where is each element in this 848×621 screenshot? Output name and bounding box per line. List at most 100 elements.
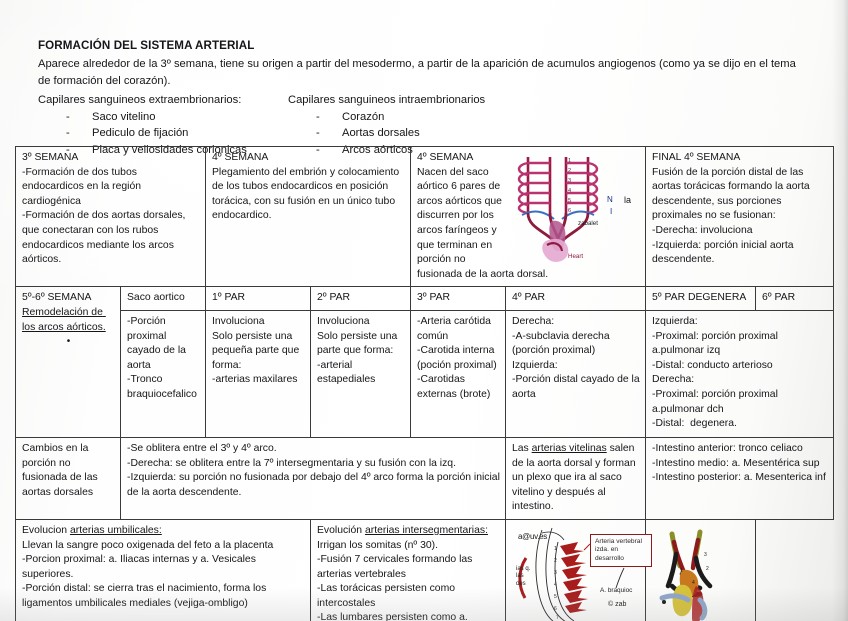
header-par-2-label: 2º PAR [317,292,351,304]
cell-intersegmental-heading-pre: Evolución [317,524,365,536]
cell-intestino-text: -Intestino anterior: tronco celiaco -Int… [652,442,826,484]
cell-vitelinas-post: salen de la aorta dorsal y forman un ple… [512,442,636,513]
cell-week4-arches-body: Nacen del saco aórtico 6 pares de arcos … [417,166,549,280]
svg-text:5: 5 [554,594,557,600]
header-par-5-label: 5º PAR DEGENERA [652,292,747,304]
cell-saco-aortico-text: -Porción proximal cayado de la aorta -Tr… [127,315,197,400]
cell-final-week4-body: Fusión de la porción distal de las aorta… [652,166,810,266]
figure-credit-zab: © zab [608,600,627,608]
cell-umbilical-body: Llevan la sangre poco oxigenada del feto… [22,539,274,609]
cell-umbilical-heading-pre: Evolucion [22,524,70,536]
header-saco-aortico: Saco aortico [120,286,206,311]
svg-text:6: 6 [568,208,571,214]
cell-vitelinas: Las arterias vitelinas salen de la aorta… [504,436,647,520]
cell-intersegmental-body: Irrigan los somitas (nº 30). -Fusión 7 c… [317,539,473,621]
list-item: Saco vitelino [66,109,288,126]
label-a-braquioc: A. braquioc [600,586,633,594]
figure-label-heart: Heart [568,253,584,260]
aortic-arches-svg: 12 34 56 [517,157,599,262]
cell-par-3-text: -Arteria carótida común -Carotida intern… [417,315,497,400]
table-row-umbilical-intersegmental: Evolucion arterias umbilicales: Llevan l… [15,518,834,621]
header-par-6-label: 6º PAR [762,292,796,304]
table-row-par-headers: 5º-6º SEMANA Remodelación de los arcos a… [15,286,835,438]
cell-saco-aortico-body: -Porción proximal cayado de la aorta -Tr… [120,309,206,438]
cell-par-4-text: Derecha: -A-subclavia derecha (porción p… [512,315,640,400]
header-par-3: 3º PAR [410,286,506,311]
arch-derivatives-svg: 1 2 3 4 [659,529,713,621]
paper-edge-shadow [832,0,848,621]
cell-week5-6-sub: Remodelación de los arcos aórticos. [22,306,106,333]
header-saco-aortico-label: Saco aortico [127,292,185,304]
figure-credit-zabalet: zabalet [578,220,598,227]
cell-dorsal-changes-text: Cambios en la porción no fusionada de la… [22,442,101,498]
cell-par-1-text: Involuciona Solo persiste una pequeña pa… [212,315,300,386]
svg-text:4: 4 [692,580,695,586]
svg-text:6: 6 [554,606,557,612]
cell-dorsal-changes-body-text: -Se oblitera entre el 3º y 4º arco. -Der… [127,442,500,498]
cell-umbilical: Evolucion arterias umbilicales: Llevan l… [15,518,311,621]
cell-par-2-body: Involuciona Solo persiste una parte que … [310,309,411,438]
cell-final-week4: FINAL 4º SEMANA Fusión de la porción dis… [645,145,835,288]
table-row-dorsal-aortas: Cambios en la porción no fusionada de la… [15,436,835,520]
figure-label-i: I [610,207,613,216]
cell-week4-folding-body: Plegamiento del embrión y colocamiento d… [212,166,403,222]
cell-week3-body: -Formación de dos tubos endocardicos en … [22,166,186,266]
header-par-4-label: 4º PAR [512,292,546,304]
figure-label-la: la [624,195,632,205]
pencil-dot-mark: • [66,336,71,348]
cell-umbilical-heading: Evolucion arterias umbilicales: [22,524,305,539]
cell-par-3-body: -Arteria carótida común -Carotida intern… [410,309,506,438]
header-par-1: 1º PAR [205,286,311,311]
svg-text:1: 1 [554,546,557,552]
cell-vitelinas-pre: Las [512,442,532,454]
cell-dorsal-changes-body: -Se oblitera entre el 3º y 4º arco. -Der… [120,436,506,520]
cell-dorsal-changes-label: Cambios en la porción no fusionada de la… [15,436,121,520]
cell-intestino: -Intestino anterior: tronco celiaco -Int… [645,436,835,520]
svg-text:4: 4 [554,582,557,588]
cell-intersegmental-heading-underline: arterias intersegmentarias: [364,524,488,536]
svg-text:1: 1 [568,158,571,164]
extraembryonic-heading: Capilares sanguineos extraembrionarios: [38,94,242,106]
table-row-par-bodies: -Porción proximal cayado de la aorta -Tr… [16,309,835,438]
cell-week3-title: 3º SEMANA [22,152,79,163]
svg-text:2: 2 [568,168,571,174]
cell-par-1-body: Involuciona Solo persiste una pequeña pa… [205,309,311,438]
cell-week4-folding-title: 4º SEMANA [212,152,269,163]
cell-week4-folding: 4º SEMANA Plegamiento del embrión y colo… [205,145,411,288]
cell-intersegmental-heading: Evolución arterias intersegmentarias: [317,524,500,539]
svg-text:3: 3 [568,178,571,184]
svg-text:3: 3 [554,570,557,576]
intro-paragraph: Aparece alrededor de la 3º semana, tiene… [38,58,796,87]
list-item: Pediculo de fijación [66,125,288,142]
header-par-1-label: 1º PAR [212,292,246,304]
cell-intersegmental: Evolución arterias intersegmentarias: Ir… [310,518,506,621]
cell-vitelinas-underline: arterias vitelinas [531,442,607,454]
cell-final-week4-title: FINAL 4º SEMANA [652,152,741,163]
cell-par-5-6-body: Izquierda: -Proximal: porción proximal a… [645,309,835,438]
cell-week5-6: 5º-6º SEMANA Remodelación de los arcos a… [15,286,121,438]
header-par-2: 2º PAR [310,286,411,311]
pulmonary-trunk-shape [672,584,693,617]
descending-aorta-shape [692,585,704,621]
svg-text:5: 5 [568,198,571,204]
svg-text:3: 3 [704,552,707,558]
cell-week3: 3º SEMANA -Formación de dos tubos endoca… [15,145,206,288]
cell-arch-derivatives-figure: 1 2 3 4 [645,518,757,621]
cell-week4-arches-title: 4º SEMANA [417,152,474,163]
svg-text:2: 2 [706,566,709,572]
figure-side-text: ias q. las des [516,565,531,587]
header-block: FORMACIÓN DEL SISTEMA ARTERIAL Aparece a… [38,38,828,158]
list-item: Corazón [316,109,618,126]
header-par-6: 6º PAR [755,286,835,311]
svg-text:1: 1 [680,568,683,574]
cell-par-4-body: Derecha: -A-subclavia derecha (porción p… [504,309,647,438]
page-title: FORMACIÓN DEL SISTEMA ARTERIAL [38,39,255,52]
table-row-weeks: 3º SEMANA -Formación de dos tubos endoca… [15,145,835,288]
callout-arteria-vertebral: Arteria vertebral izda. en desarrollo [590,533,652,568]
header-par-5: 5º PAR DEGENERA [645,286,757,311]
